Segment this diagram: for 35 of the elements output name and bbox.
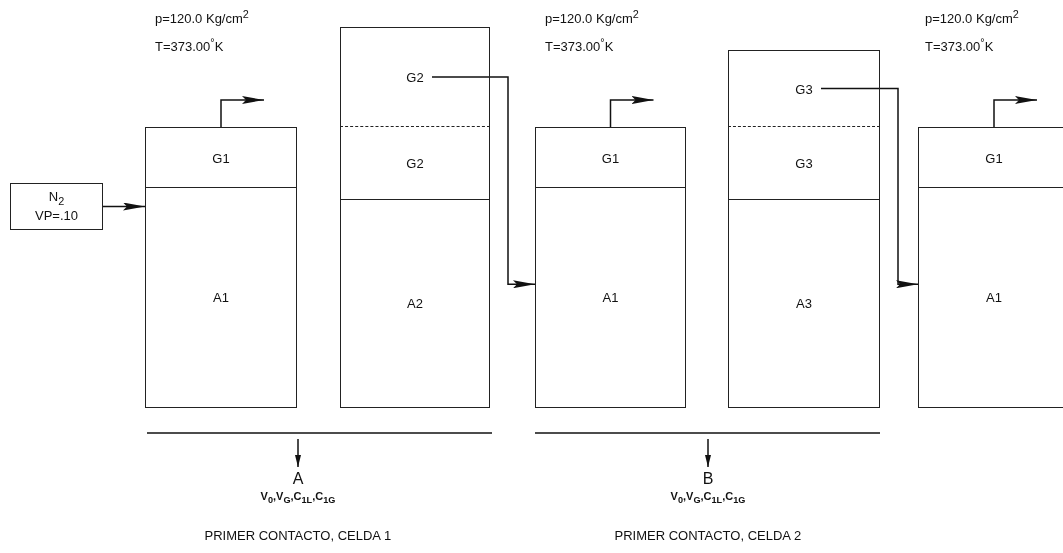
feed-text: N$_{2}$: [48, 188, 65, 209]
arrow: [705, 438, 711, 468]
vessel-section: G3: [728, 126, 880, 200]
arrow: [609, 96, 655, 128]
vessel-section: A1: [535, 187, 686, 408]
pressure-label: p=120.0 Kg/cm$^{2}$: [155, 8, 249, 27]
vessel-section: A1: [918, 187, 1063, 408]
cell-caption: PRIMER CONTACTO, CELDA 2: [614, 528, 802, 543]
variable-list: V$_{0}$,V$_{G}$,C$_{1L}$,C$_{1G}$: [670, 488, 746, 509]
cell-caption: PRIMER CONTACTO, CELDA 1: [204, 528, 392, 543]
vessel-section: G1: [535, 127, 686, 188]
vessel-section: A1: [145, 187, 297, 408]
arrow: [431, 76, 536, 289]
vessel-section: G1: [918, 127, 1063, 188]
vessel-section: G2: [340, 126, 490, 200]
pressure-label: p=120.0 Kg/cm$^{2}$: [925, 8, 1019, 27]
feed-box: [10, 183, 103, 230]
arrow: [993, 96, 1038, 128]
pressure-label: p=120.0 Kg/cm$^{2}$: [545, 8, 639, 27]
vessel-section: G1: [145, 127, 297, 188]
stream-letter: A: [292, 470, 304, 488]
arrow: [820, 87, 919, 289]
arrow: [102, 202, 146, 211]
temperature-label: T=373.00$^{°}$K: [925, 36, 994, 55]
vessel-section: A2: [340, 199, 490, 408]
temperature-label: T=373.00$^{°}$K: [155, 36, 224, 55]
temperature-label: T=373.00$^{°}$K: [545, 36, 614, 55]
variable-list: V$_{0}$,V$_{G}$,C$_{1L}$,C$_{1G}$: [260, 488, 336, 509]
vessel-section: G3: [728, 50, 880, 127]
vessel-section: A3: [728, 199, 880, 408]
feed-text: VP=.10: [35, 208, 78, 225]
vessel-section: G2: [340, 27, 490, 127]
arrow: [220, 96, 265, 128]
arrow: [295, 438, 301, 468]
stream-letter: B: [702, 470, 714, 488]
